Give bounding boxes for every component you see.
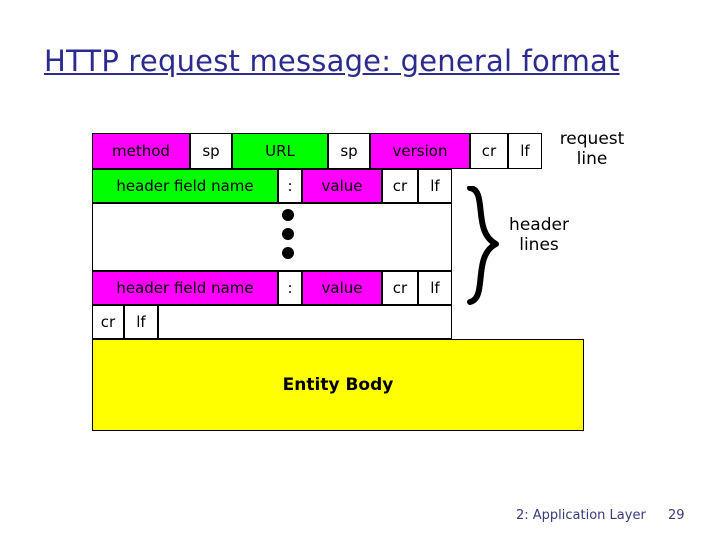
cell-cr-3: cr xyxy=(382,271,418,305)
ellipsis-dot-icon xyxy=(282,228,294,240)
cell-cr-2: cr xyxy=(382,169,418,203)
cell-colon-1: : xyxy=(278,169,302,203)
ellipsis-dot-icon xyxy=(282,247,294,259)
cell-value-2: value xyxy=(302,271,382,305)
cell-url: URL xyxy=(232,133,328,169)
cell-lf-2: lf xyxy=(418,169,452,203)
cell-entity-body: Entity Body xyxy=(92,339,584,431)
cell-lf-1: lf xyxy=(508,133,542,169)
cell-value-1: value xyxy=(302,169,382,203)
cell-lf-3: lf xyxy=(418,271,452,305)
cell-version: version xyxy=(370,133,470,169)
ellipsis-dot-icon xyxy=(282,209,294,221)
cell-ellipsis-row xyxy=(92,203,452,271)
page-number: 29 xyxy=(668,508,685,523)
cell-header-field-name-1: header field name xyxy=(92,169,278,203)
label-header-lines: header lines xyxy=(509,215,569,255)
cell-cr-1: cr xyxy=(470,133,508,169)
cell-method: method xyxy=(92,133,190,169)
cell-lf-4: lf xyxy=(124,305,158,339)
cell-cr-4: cr xyxy=(92,305,124,339)
footer-note: 2: Application Layer xyxy=(516,508,646,523)
cell-colon-2: : xyxy=(278,271,302,305)
curly-brace-icon xyxy=(467,186,499,305)
cell-sp-2: sp xyxy=(328,133,370,169)
label-request-line: request line xyxy=(559,129,625,169)
cell-sp-1: sp xyxy=(190,133,232,169)
cell-blank-right xyxy=(158,305,452,339)
cell-header-field-name-2: header field name xyxy=(92,271,278,305)
page-title: HTTP request message: general format xyxy=(44,44,620,78)
